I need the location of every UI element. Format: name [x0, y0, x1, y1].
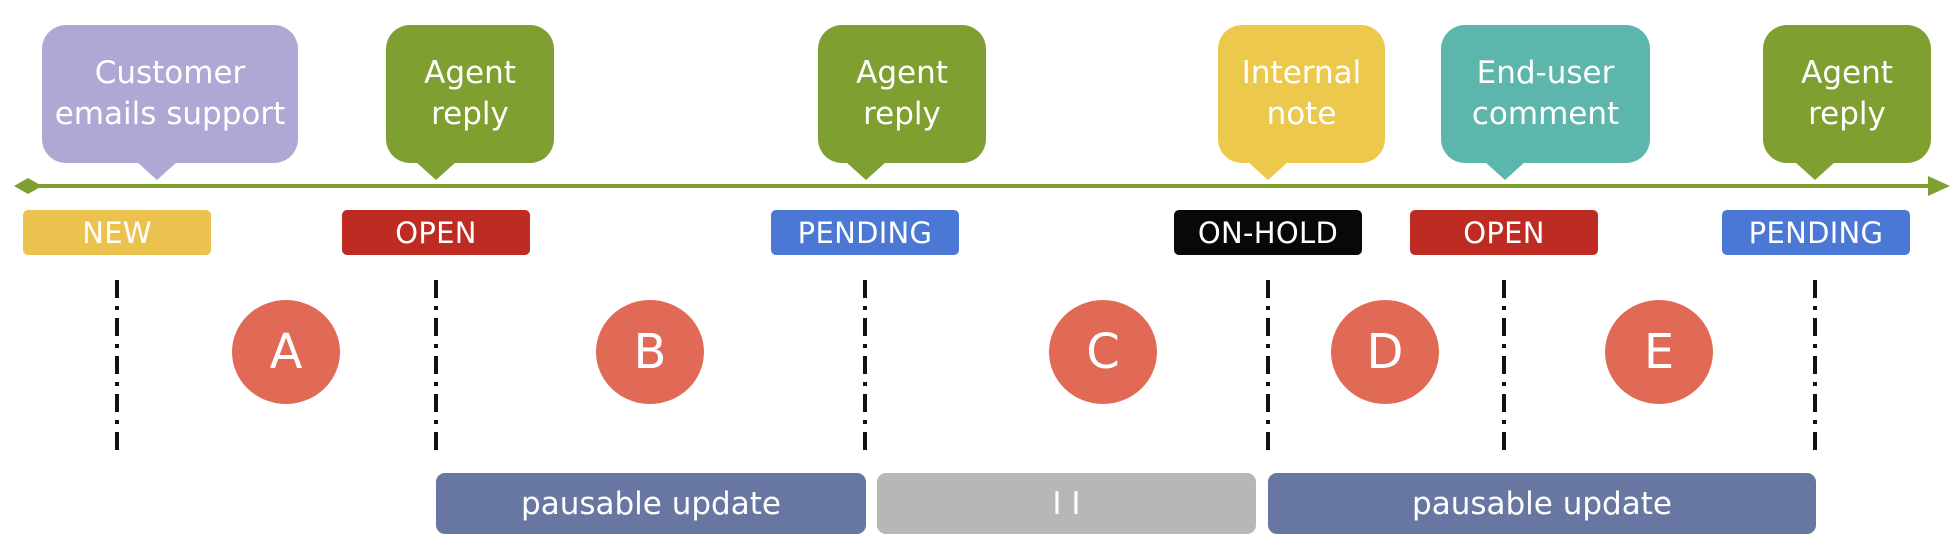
pausable-update-bar-1: pausable update [436, 473, 866, 534]
paused-bar: I I [877, 473, 1256, 534]
timeline-start-diamond [14, 178, 42, 194]
bubble-agent-reply-2: Agent reply [818, 25, 986, 180]
bubble-tail-icon [1248, 162, 1288, 180]
segment-a-circle: A [232, 300, 340, 404]
bubble-tail-icon [846, 162, 886, 180]
bubble-text: Agent reply [856, 55, 948, 132]
segment-b-circle: B [596, 300, 704, 404]
bubble-text: Agent reply [1801, 55, 1893, 132]
segment-d-circle: D [1331, 300, 1439, 404]
bubble-text: Agent reply [424, 55, 516, 132]
status-open-2: OPEN [1410, 210, 1598, 255]
segment-e-circle: E [1605, 300, 1713, 404]
bubble-internal-note: Internal note [1218, 25, 1385, 180]
bubble-tail-icon [1795, 162, 1835, 180]
bubble-tail-icon [1485, 162, 1525, 180]
status-open-1: OPEN [342, 210, 530, 255]
status-pending-2: PENDING [1722, 210, 1910, 255]
bubble-end-user-comment: End-user comment [1441, 25, 1650, 180]
status-new: NEW [23, 210, 211, 255]
bubble-agent-reply-1: Agent reply [386, 25, 554, 180]
status-pending-1: PENDING [771, 210, 959, 255]
pausable-update-bar-2: pausable update [1268, 473, 1816, 534]
bubble-tail-icon [137, 162, 177, 180]
bubble-customer-emails-support: Customer emails support [42, 25, 298, 180]
bubble-agent-reply-3: Agent reply [1763, 25, 1931, 180]
bubble-text: Customer emails support [54, 55, 286, 132]
bubble-tail-icon [416, 162, 456, 180]
status-on-hold: ON-HOLD [1174, 210, 1362, 255]
bubble-text: End-user comment [1471, 55, 1620, 132]
bubble-text: Internal note [1241, 55, 1362, 132]
segment-c-circle: C [1049, 300, 1157, 404]
timeline-end-arrowhead [1928, 176, 1950, 196]
